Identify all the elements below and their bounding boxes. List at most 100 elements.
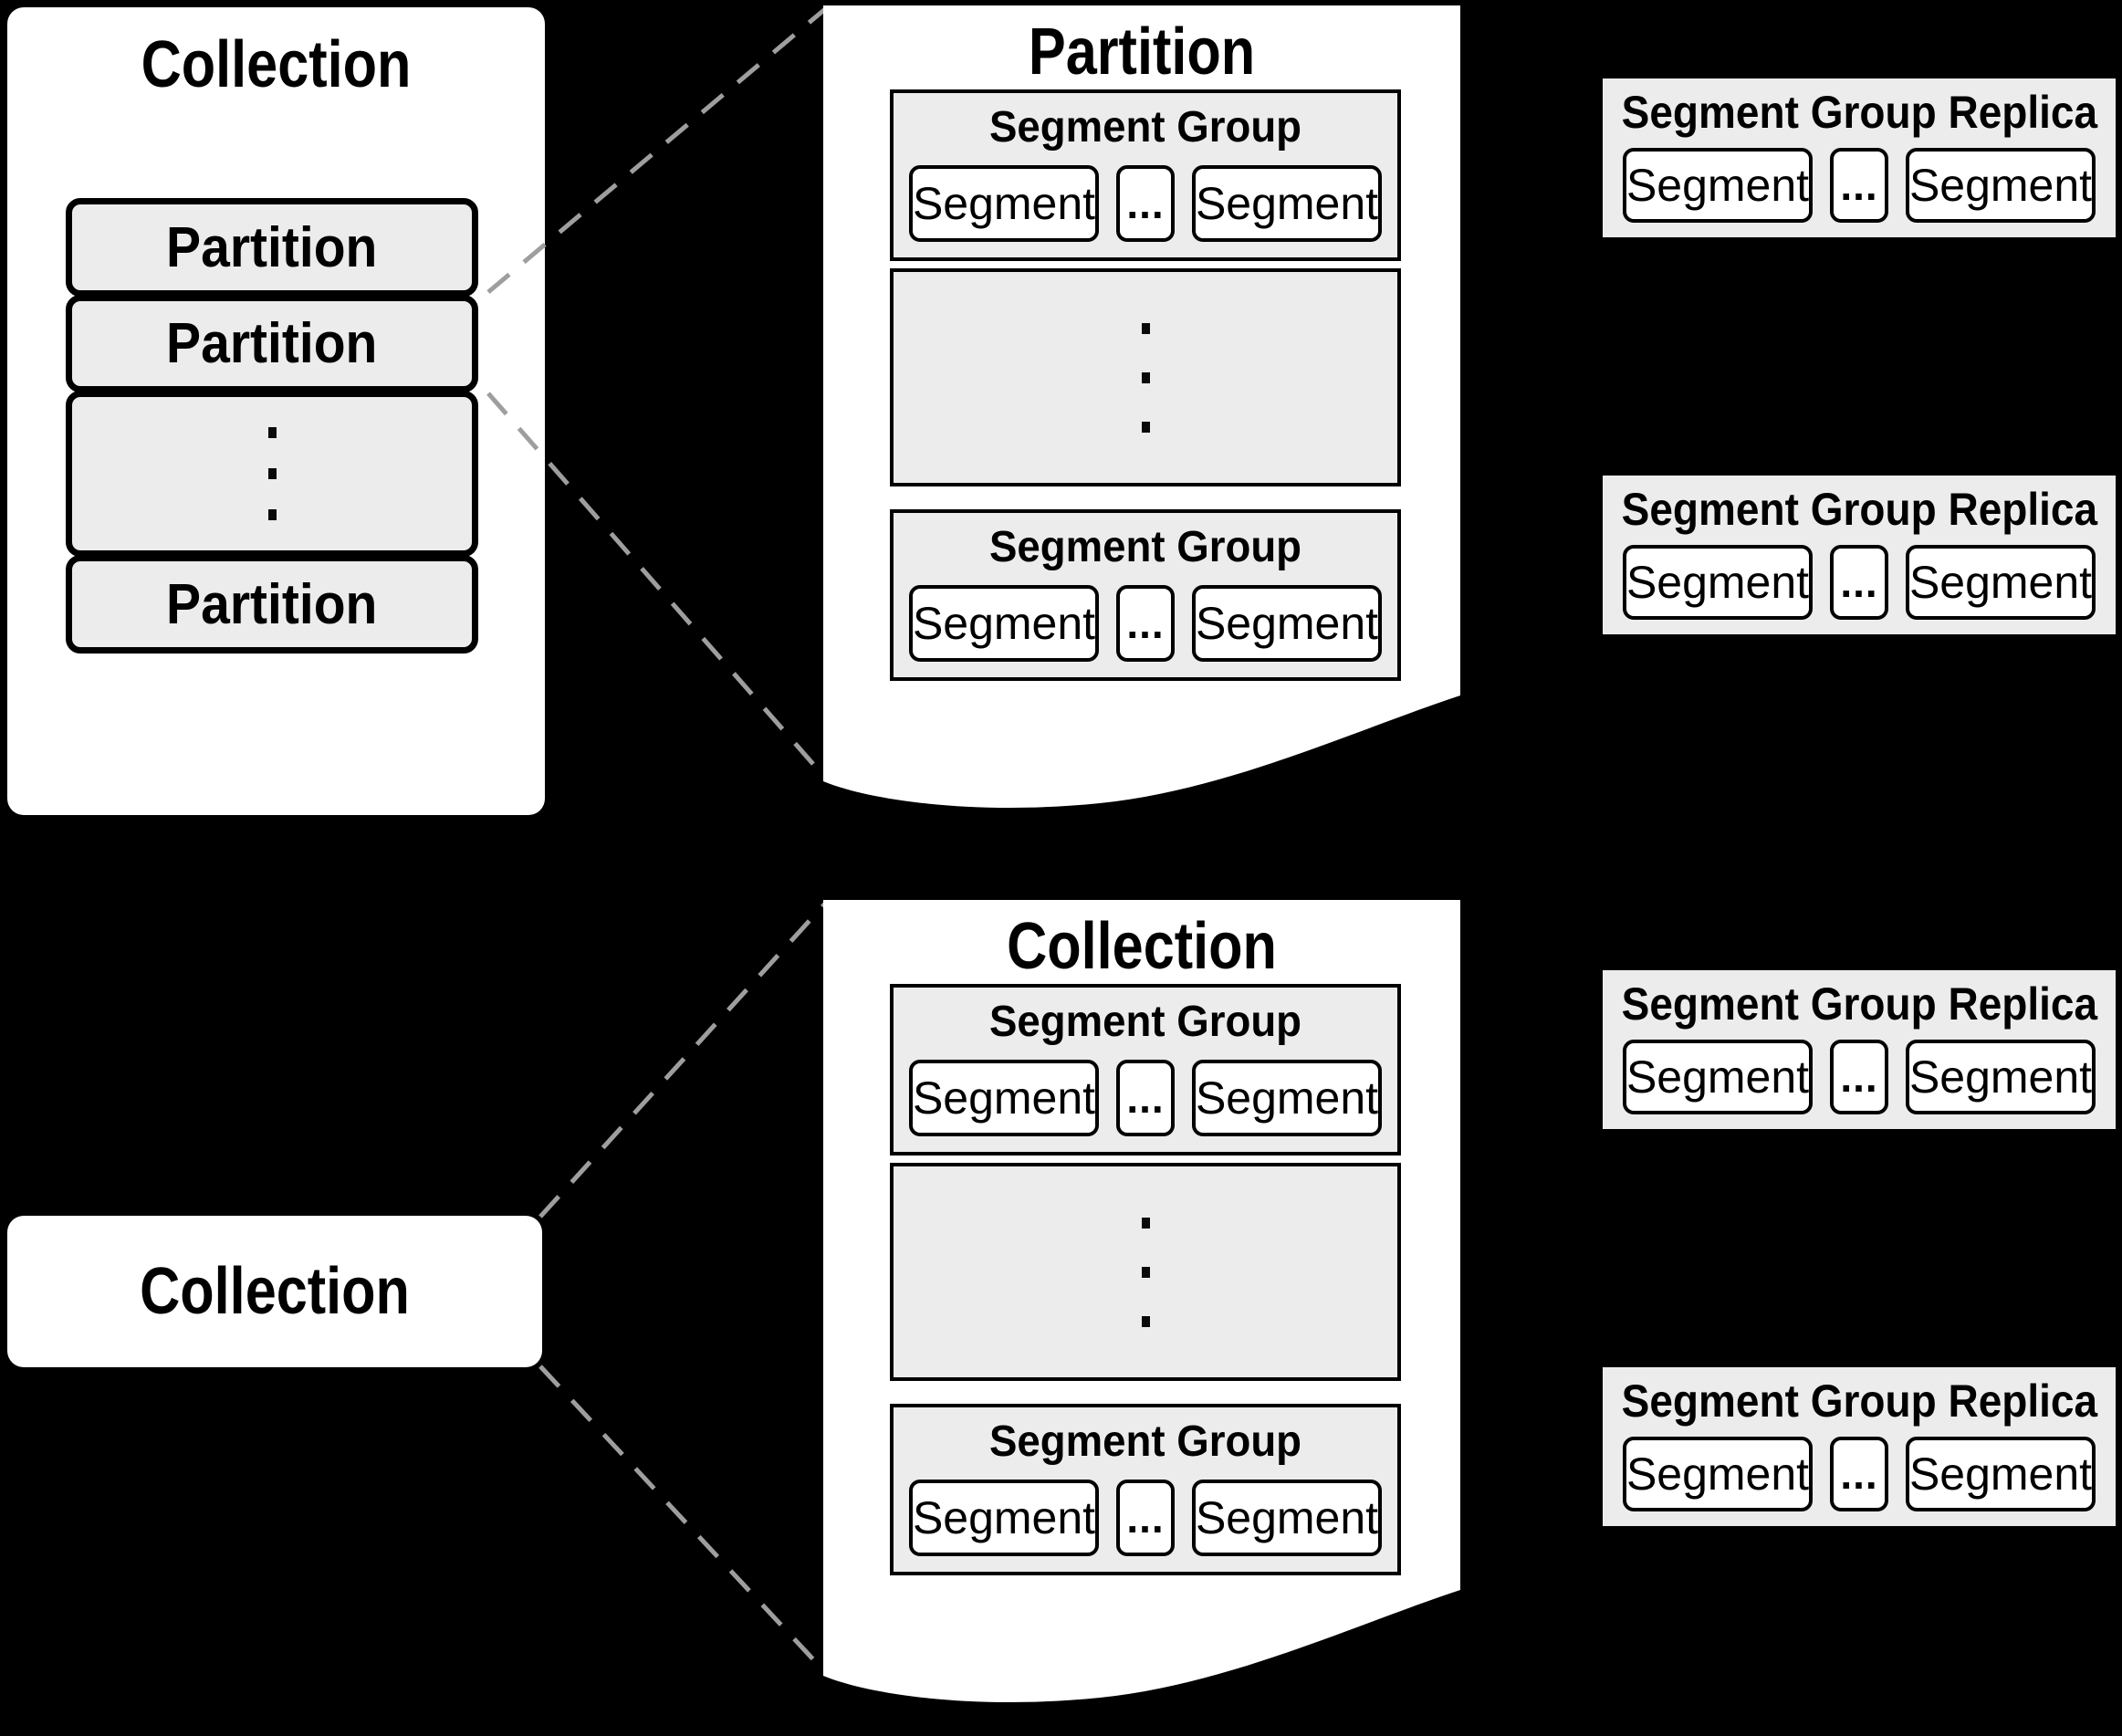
- segment-group-title: Segment Group: [988, 523, 1302, 571]
- segment-ellipsis-chip: ...: [1830, 1437, 1888, 1511]
- segment-chip-label: Segment: [912, 1492, 1096, 1543]
- segment-group-box: Segment Group Segment ... Segment: [890, 1404, 1401, 1575]
- vertical-ellipsis-icon: [1141, 371, 1150, 383]
- segment-group-title: Segment Group: [988, 998, 1302, 1046]
- horizontal-ellipsis-icon: ...: [1126, 600, 1165, 647]
- segment-chip-label: Segment: [912, 178, 1096, 229]
- segment-chip-row: Segment ... Segment: [909, 1480, 1382, 1556]
- segment-group-more-box: [890, 1163, 1401, 1381]
- segment-chip-label: Segment: [1908, 557, 2093, 608]
- segment-chip-row: Segment ... Segment: [1623, 1437, 2096, 1511]
- vertical-ellipsis-icon: [1141, 1266, 1150, 1278]
- segment-group-replica-box: Segment Group Replica Segment ... Segmen…: [1603, 476, 2116, 634]
- segment-chip-row: Segment ... Segment: [1623, 545, 2096, 620]
- partition-row-label: Partition: [166, 312, 378, 375]
- segment-chip-row: Segment ... Segment: [909, 1060, 1382, 1136]
- vertical-ellipsis-icon: [1141, 421, 1150, 433]
- callout-line-partition-bottom: [486, 392, 827, 779]
- segment-group-replica-title: Segment Group Replica: [1621, 484, 2097, 535]
- horizontal-ellipsis-icon: ...: [1840, 1053, 1878, 1101]
- segment-group-more-box: [890, 268, 1401, 486]
- segment-chip-label: Segment: [1625, 1448, 1810, 1500]
- horizontal-ellipsis-icon: ...: [1840, 1450, 1878, 1498]
- segment-group-title: Segment Group: [988, 103, 1302, 152]
- segment-chip: Segment: [1192, 1060, 1382, 1136]
- segment-chip: Segment: [1623, 1437, 1813, 1511]
- segment-chip: Segment: [1623, 1040, 1813, 1114]
- segment-chip: Segment: [1906, 1437, 2096, 1511]
- segment-ellipsis-chip: ...: [1830, 148, 1888, 223]
- vertical-ellipsis-icon: [267, 468, 277, 479]
- segment-group-title: Segment Group: [988, 1417, 1302, 1466]
- segment-ellipsis-chip: ...: [1116, 165, 1175, 242]
- segment-ellipsis-chip: ...: [1830, 545, 1888, 620]
- partition-document-title: Partition: [1028, 16, 1256, 89]
- segment-chip: Segment: [1192, 585, 1382, 662]
- partition-row: Partition: [66, 555, 478, 654]
- callout-line-partition-top: [486, 7, 827, 294]
- segment-chip: Segment: [1906, 1040, 2096, 1114]
- segment-chip-label: Segment: [1195, 1492, 1379, 1543]
- collection-label-title: Collection: [140, 1255, 410, 1328]
- collection-document-title: Collection: [1007, 910, 1277, 983]
- segment-chip-label: Segment: [1625, 557, 1810, 608]
- collection-label-shape: [7, 1216, 542, 1367]
- segment-ellipsis-chip: ...: [1116, 1060, 1175, 1136]
- segment-chip: Segment: [1623, 545, 1813, 620]
- segment-chip-label: Segment: [1195, 1072, 1379, 1124]
- segment-chip-row: Segment ... Segment: [909, 165, 1382, 242]
- segment-chip: Segment: [1906, 148, 2096, 223]
- collection-container-title: Collection: [141, 28, 412, 101]
- segment-chip-label: Segment: [1908, 1448, 2093, 1500]
- horizontal-ellipsis-icon: ...: [1840, 559, 1878, 606]
- partition-row: Partition: [66, 295, 478, 392]
- segment-chip-label: Segment: [1908, 1051, 2093, 1103]
- segment-chip: Segment: [1192, 165, 1382, 242]
- segment-group-box: Segment Group Segment ... Segment: [890, 509, 1401, 681]
- segment-chip-label: Segment: [1625, 1051, 1810, 1103]
- segment-group-replica-title: Segment Group Replica: [1621, 1375, 2097, 1427]
- vertical-ellipsis-icon: [1141, 1217, 1150, 1229]
- segment-chip: Segment: [1906, 545, 2096, 620]
- segment-chip-label: Segment: [1908, 160, 2093, 211]
- segment-group-box: Segment Group Segment ... Segment: [890, 89, 1401, 261]
- segment-group-replica-box: Segment Group Replica Segment ... Segmen…: [1603, 970, 2116, 1129]
- segment-chip: Segment: [909, 1060, 1099, 1136]
- partition-row: Partition: [66, 198, 478, 297]
- horizontal-ellipsis-icon: ...: [1126, 1494, 1165, 1542]
- horizontal-ellipsis-icon: ...: [1126, 1074, 1165, 1122]
- segment-ellipsis-chip: ...: [1830, 1040, 1888, 1114]
- segment-group-replica-box: Segment Group Replica Segment ... Segmen…: [1603, 1367, 2116, 1526]
- vertical-ellipsis-icon: [267, 427, 277, 438]
- partition-more-box: [66, 391, 478, 557]
- segment-group-box: Segment Group Segment ... Segment: [890, 984, 1401, 1156]
- segment-chip-label: Segment: [1195, 178, 1379, 229]
- horizontal-ellipsis-icon: ...: [1840, 162, 1878, 209]
- horizontal-ellipsis-icon: ...: [1126, 180, 1165, 227]
- vertical-ellipsis-icon: [1141, 322, 1150, 334]
- callout-line-collection-bottom: [538, 1365, 827, 1674]
- segment-ellipsis-chip: ...: [1116, 585, 1175, 662]
- segment-group-replica-title: Segment Group Replica: [1621, 87, 2097, 138]
- callout-line-collection-top: [538, 902, 827, 1218]
- segment-chip-label: Segment: [912, 598, 1096, 649]
- segment-chip-row: Segment ... Segment: [1623, 148, 2096, 223]
- partition-row-label: Partition: [166, 215, 378, 279]
- segment-ellipsis-chip: ...: [1116, 1480, 1175, 1556]
- segment-chip: Segment: [909, 585, 1099, 662]
- segment-chip-label: Segment: [912, 1072, 1096, 1124]
- segment-chip-row: Segment ... Segment: [909, 585, 1382, 662]
- collection-label-box: Collection: [7, 1216, 542, 1367]
- vertical-ellipsis-icon: [267, 509, 277, 520]
- vertical-ellipsis-icon: [1141, 1315, 1150, 1327]
- partition-row-label: Partition: [166, 572, 378, 636]
- segment-group-replica-box: Segment Group Replica Segment ... Segmen…: [1603, 78, 2116, 237]
- segment-chip: Segment: [909, 165, 1099, 242]
- segment-chip: Segment: [909, 1480, 1099, 1556]
- segment-chip: Segment: [1623, 148, 1813, 223]
- segment-chip: Segment: [1192, 1480, 1382, 1556]
- segment-chip-row: Segment ... Segment: [1623, 1040, 2096, 1114]
- segment-chip-label: Segment: [1625, 160, 1810, 211]
